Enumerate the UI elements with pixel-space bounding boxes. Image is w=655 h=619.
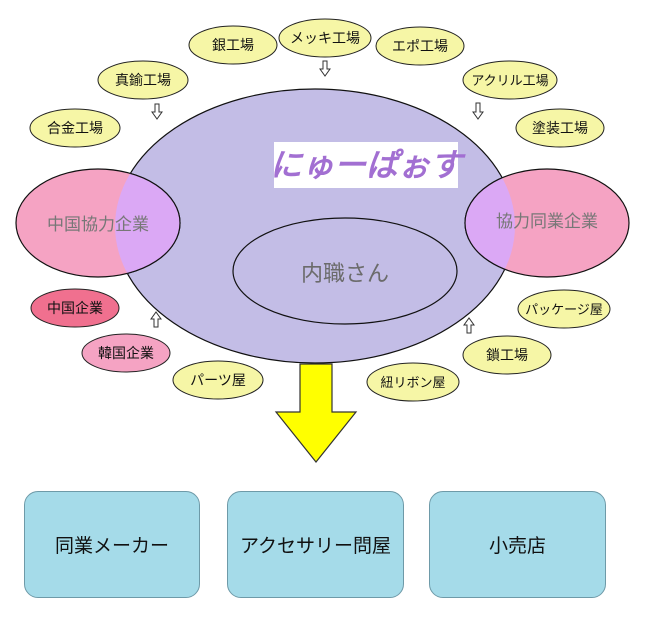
factory-acrylic-label: アクリル工場 — [471, 74, 548, 89]
company-korea-label: 韓国企業 — [98, 345, 154, 362]
output-box-retail: 小売店 — [429, 491, 606, 598]
factory-himo: 紐リボン屋 — [366, 362, 460, 402]
factory-package-label: パッケージ屋 — [525, 303, 603, 318]
factory-epo: エポ工場 — [375, 26, 465, 66]
factory-kusari: 鎖工場 — [462, 335, 552, 375]
factory-tosou: 塗装工場 — [515, 108, 605, 148]
factory-epo-label: エポ工場 — [392, 39, 448, 55]
factory-shinchu: 真鍮工場 — [97, 60, 189, 100]
factory-package: パッケージ屋 — [517, 289, 611, 329]
factory-mekki-label: メッキ工場 — [290, 31, 360, 47]
brand-banner — [274, 142, 458, 188]
domestic-overlap — [464, 168, 515, 278]
output-box-maker: 同業メーカー — [24, 491, 200, 598]
factory-gin-label: 銀工場 — [212, 38, 254, 54]
down-arrow-acrylic — [472, 102, 484, 120]
factory-parts-label: パーツ屋 — [190, 373, 246, 389]
factory-himo-label: 紐リボン屋 — [380, 376, 445, 391]
center-label: 内職さん — [301, 262, 389, 287]
down-arrow-mekki — [319, 60, 331, 77]
up-arrow-kusari — [463, 317, 475, 334]
factory-gin: 銀工場 — [188, 25, 278, 65]
company-china: 中国企業 — [30, 288, 120, 328]
factory-mekki: メッキ工場 — [278, 18, 372, 58]
factory-gokin-label: 合金工場 — [47, 121, 103, 137]
factory-kusari-label: 鎖工場 — [486, 348, 528, 364]
brand-title: にゅーぱぉす — [270, 146, 466, 184]
factory-tosou-label: 塗装工場 — [532, 120, 588, 137]
company-china-label: 中国企業 — [47, 300, 103, 317]
down-arrow-shinchu — [151, 103, 163, 120]
left-partner-label: 中国協力企業 — [47, 215, 149, 235]
up-arrow-korea — [150, 311, 162, 328]
factory-gokin: 合金工場 — [29, 108, 121, 148]
factory-parts: パーツ屋 — [172, 360, 264, 400]
right-partner-label: 協力同業企業 — [496, 212, 598, 232]
factory-acrylic: アクリル工場 — [462, 60, 558, 100]
factory-shinchu-label: 真鍮工場 — [115, 73, 171, 89]
home-worker-ellipse — [232, 217, 458, 325]
china-overlap — [115, 168, 181, 278]
output-box-wholesale: アクセサリー問屋 — [227, 491, 404, 598]
company-korea: 韓国企業 — [81, 333, 171, 373]
flow-down-arrow — [274, 363, 358, 463]
